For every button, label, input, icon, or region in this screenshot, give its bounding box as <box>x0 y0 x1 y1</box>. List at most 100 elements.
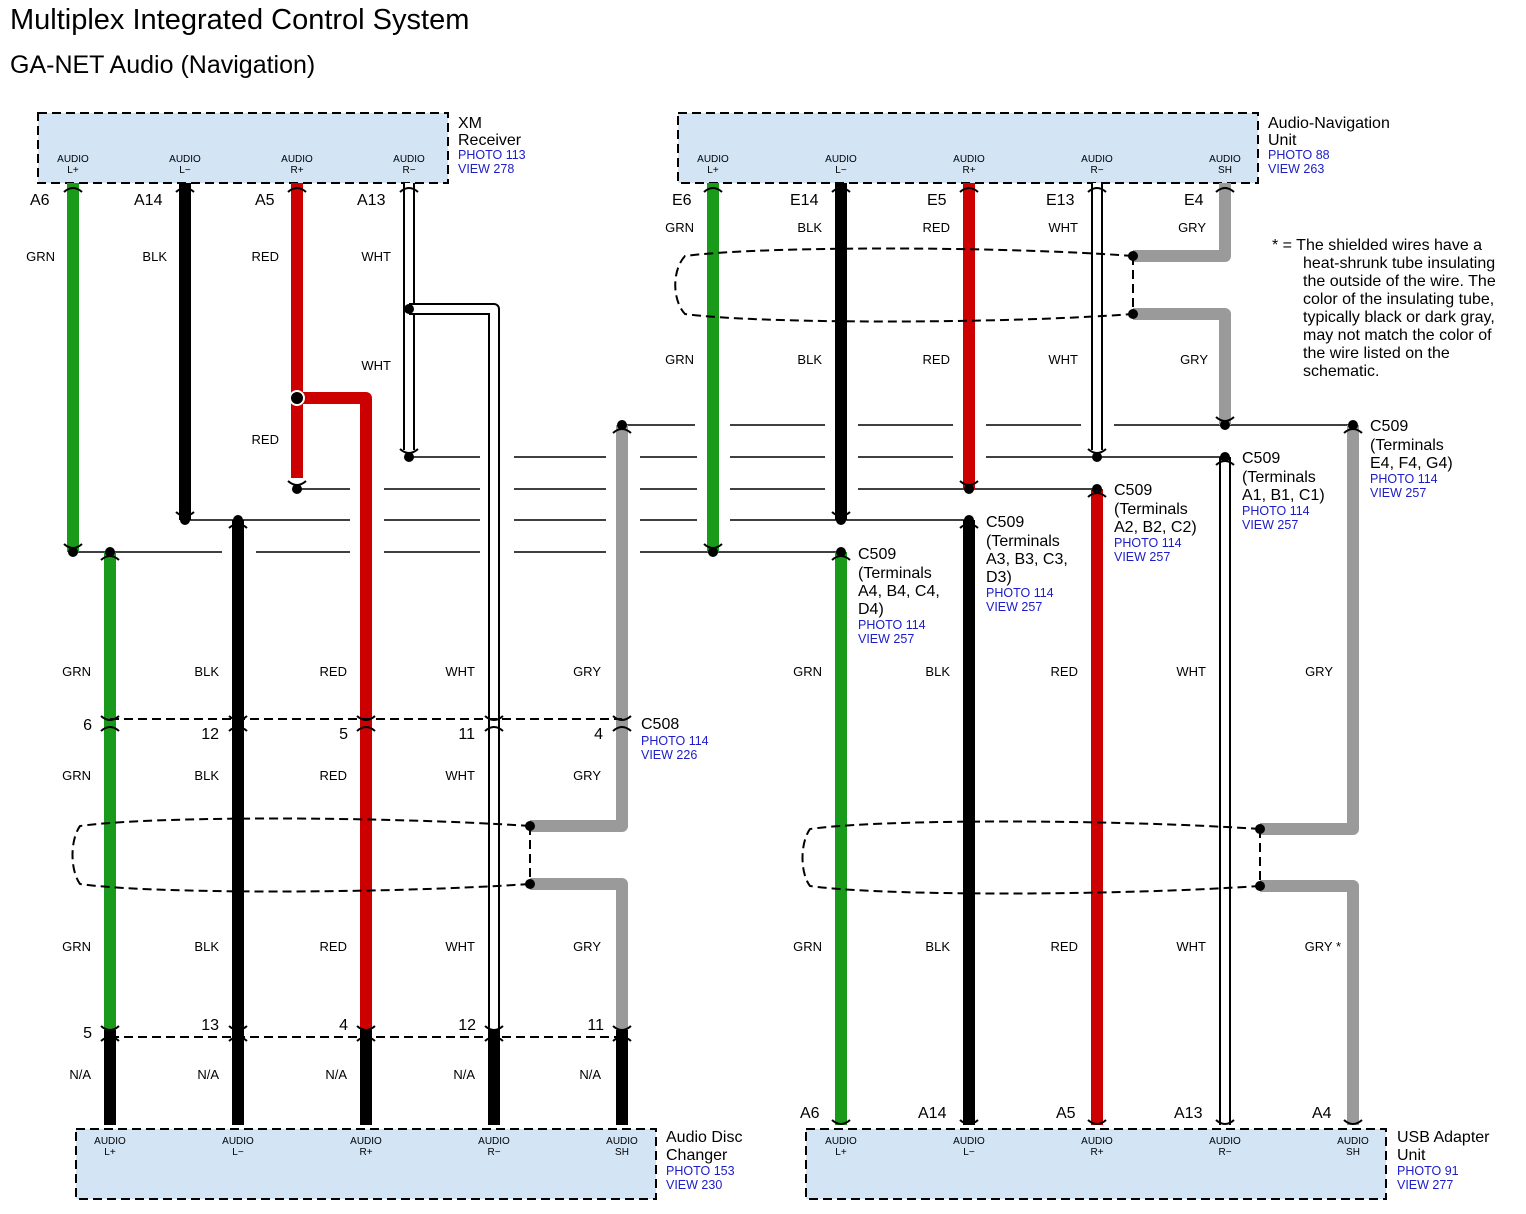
c508-pin: 6 <box>83 717 92 734</box>
wire-label: BLK <box>194 939 219 954</box>
xm-terminal-a13: A13 <box>357 192 386 209</box>
nav-pin-1-a: AUDIO <box>697 154 729 165</box>
wire-label: GRN <box>62 768 91 783</box>
usb-shield <box>801 820 1261 895</box>
disc-connector-pin: 4 <box>339 1017 348 1034</box>
svg-text:(Terminals: (Terminals <box>986 533 1060 550</box>
c508-name: C508 <box>641 716 679 733</box>
disc-pin-4-a: AUDIO <box>478 1136 510 1147</box>
svg-text:may not match the color of: may not match the color of <box>1303 327 1492 344</box>
usb-adapter-name-2: Unit <box>1397 1147 1426 1164</box>
disc-connector-pin: 13 <box>201 1017 219 1034</box>
usb-adapter-unit-box <box>805 1128 1387 1200</box>
wire-label: GRY <box>573 939 601 954</box>
wire-label: WHT <box>445 664 475 679</box>
usb-pin-3-a: AUDIO <box>1081 1136 1113 1147</box>
wire-label: RED <box>252 432 279 447</box>
xm-receiver-photo: PHOTO 113 <box>458 148 526 162</box>
xm-pin-1-b: L+ <box>67 165 79 176</box>
svg-text:VIEW 257: VIEW 257 <box>1242 518 1298 532</box>
usb-pin-1-b: L+ <box>835 1147 847 1158</box>
wire-label: BLK <box>797 352 822 367</box>
wire-label: RED <box>923 220 950 235</box>
c509-g-label: C509 (Terminals E4, F4, G4) PHOTO 114 VI… <box>1370 418 1453 500</box>
wire-label: BLK <box>142 249 167 264</box>
c509-c-label: C509 (Terminals A3, B3, C3, D3) PHOTO 11… <box>986 514 1068 614</box>
disc-connector-pin: 5 <box>83 1025 92 1042</box>
usb-pin-5-a: AUDIO <box>1337 1136 1369 1147</box>
usb-terminal-a4: A4 <box>1312 1105 1332 1122</box>
svg-text:A4, B4, C4,: A4, B4, C4, <box>858 583 940 600</box>
nav-unit-name-2: Unit <box>1268 132 1297 149</box>
page-subtitle: GA-NET Audio (Navigation) <box>10 51 315 79</box>
svg-text:color of the insulating tube,: color of the insulating tube, <box>1303 291 1494 308</box>
nav-terminal-e4: E4 <box>1184 192 1204 209</box>
nav-pin-4-a: AUDIO <box>1081 154 1113 165</box>
disc-connector-pin: 12 <box>458 1017 476 1034</box>
svg-text:VIEW 257: VIEW 257 <box>1370 486 1426 500</box>
c508-pin: 11 <box>458 726 475 743</box>
wire-label: BLK <box>925 939 950 954</box>
wire-label: BLK <box>797 220 822 235</box>
svg-text:(Terminals: (Terminals <box>858 565 932 582</box>
svg-text:(Terminals: (Terminals <box>1242 469 1316 486</box>
wire-label: GRY <box>1178 220 1206 235</box>
usb-pin-2-a: AUDIO <box>953 1136 985 1147</box>
disc-changer-photo: PHOTO 153 <box>666 1164 735 1178</box>
wire-label: WHT <box>1048 352 1078 367</box>
xm-terminal-a14: A14 <box>134 192 163 209</box>
xm-receiver-view: VIEW 278 <box>458 162 514 176</box>
usb-adapter-photo: PHOTO 91 <box>1397 1164 1459 1178</box>
audio-navigation-unit-box <box>677 112 1259 184</box>
wire-label: GRY <box>1180 352 1208 367</box>
shielded-wire-note: * = The shielded wires have a heat-shrun… <box>1272 237 1496 380</box>
c508-label: C508 PHOTO 114 VIEW 226 <box>641 716 709 762</box>
wire-label: RED <box>1051 939 1078 954</box>
wire-label: WHT <box>1176 939 1206 954</box>
svg-text:PHOTO 114: PHOTO 114 <box>858 618 926 632</box>
usb-terminal-a14: A14 <box>918 1105 947 1122</box>
svg-text:VIEW 257: VIEW 257 <box>986 600 1042 614</box>
audio-disc-changer-box <box>75 1128 657 1200</box>
xm-pin-2-a: AUDIO <box>169 154 201 165</box>
svg-text:the wire listed on the: the wire listed on the <box>1303 345 1450 362</box>
svg-text:A3, B3, C3,: A3, B3, C3, <box>986 551 1068 568</box>
wire-label: GRY * <box>1305 939 1341 954</box>
xm-red-branch <box>297 392 372 720</box>
wire-label: GRY <box>573 768 601 783</box>
usb-adapter-name-1: USB Adapter <box>1397 1129 1490 1146</box>
svg-text:(Terminals: (Terminals <box>1114 501 1188 518</box>
wire-label: RED <box>252 249 279 264</box>
usb-terminal-a6: A6 <box>800 1105 820 1122</box>
wire-label: N/A <box>325 1067 347 1082</box>
disc-pin-3-b: R+ <box>359 1147 372 1158</box>
xm-pin-3-a: AUDIO <box>281 154 313 165</box>
svg-text:typically black or dark gray,: typically black or dark gray, <box>1303 309 1495 326</box>
disc-changer-name-1: Audio Disc <box>666 1129 742 1146</box>
wire-label: GRN <box>665 352 694 367</box>
xm-pin-1-a: AUDIO <box>57 154 89 165</box>
svg-text:PHOTO 114: PHOTO 114 <box>1242 504 1310 518</box>
nav-wire-gry-mid <box>1133 308 1231 425</box>
nav-pin-5-a: AUDIO <box>1209 154 1241 165</box>
wire-label: RED <box>320 664 347 679</box>
xm-pin-2-b: L− <box>179 165 191 176</box>
disc-pin-2-b: L− <box>232 1147 244 1158</box>
disc-pin-1-a: AUDIO <box>94 1136 126 1147</box>
xm-receiver-name-1: XM <box>458 115 482 132</box>
svg-text:VIEW 257: VIEW 257 <box>858 632 914 646</box>
c508-pin: 12 <box>201 726 219 743</box>
disc-pin-2-a: AUDIO <box>222 1136 254 1147</box>
wire-label: N/A <box>69 1067 91 1082</box>
svg-text:E4, F4, G4): E4, F4, G4) <box>1370 455 1453 472</box>
wire-label: GRY <box>1305 664 1333 679</box>
nav-pin-5-b: SH <box>1218 165 1232 176</box>
usb-adapter-view: VIEW 277 <box>1397 1178 1453 1192</box>
wire-label: GRN <box>62 664 91 679</box>
connector-cups <box>63 187 1363 1125</box>
wire-label: RED <box>320 939 347 954</box>
wire-label: WHT <box>445 939 475 954</box>
usb-pin-5-b: SH <box>1346 1147 1360 1158</box>
nav-pin-3-a: AUDIO <box>953 154 985 165</box>
page-title: Multiplex Integrated Control System <box>10 4 469 36</box>
